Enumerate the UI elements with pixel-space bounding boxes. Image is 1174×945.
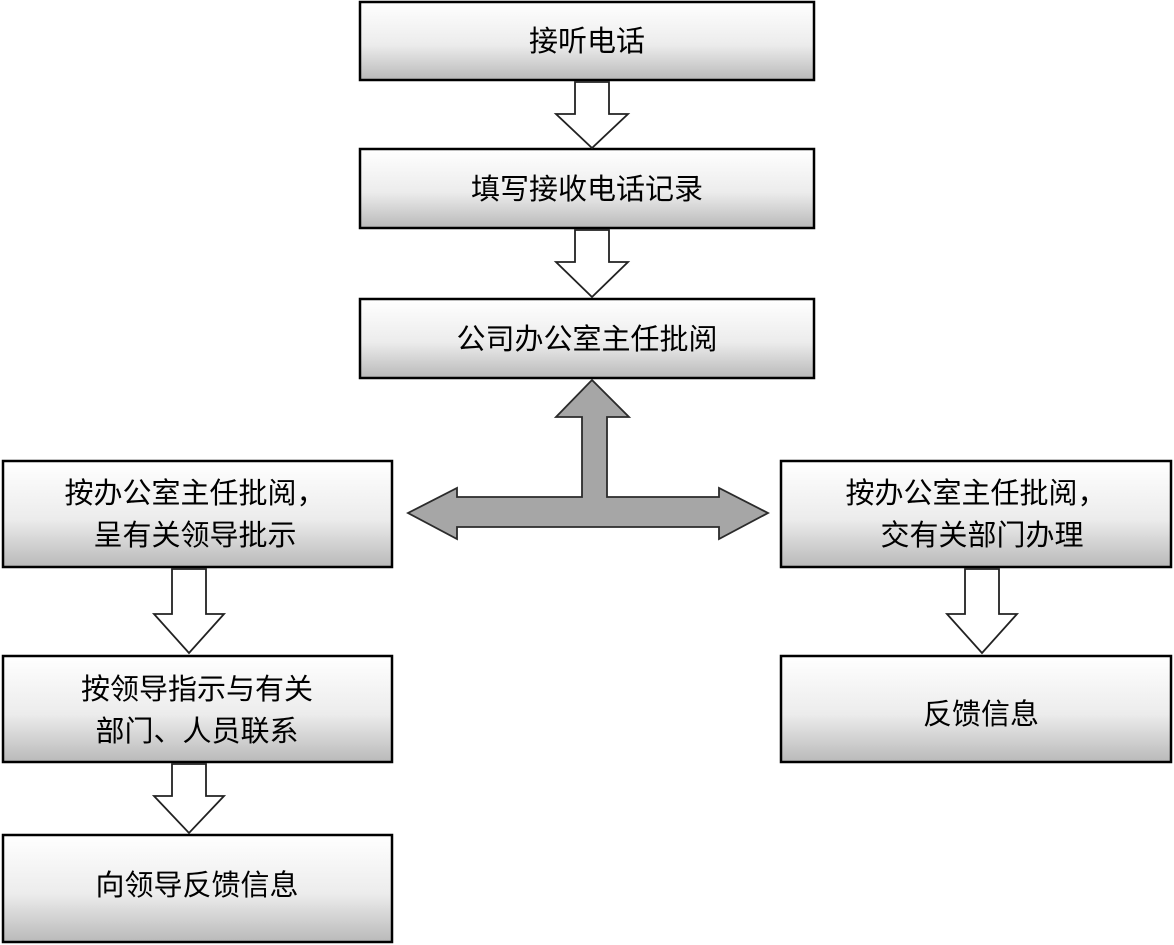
arrow-down-record-to-review <box>553 229 631 299</box>
node-present-leaders: 按办公室主任批阅， 呈有关领导批示 <box>1 459 394 569</box>
node-present-leaders-box <box>1 459 394 569</box>
node-feedback-info-label: 反馈信息 <box>923 697 1039 731</box>
node-feedback-to-leaders: 向领导反馈信息 <box>1 833 394 944</box>
node-director-review-box <box>358 297 816 380</box>
node-feedback-to-leaders-label: 向领导反馈信息 <box>95 868 298 902</box>
arrow-three-way-hub <box>406 378 770 541</box>
node-assign-departments: 按办公室主任批阅， 交有关部门办理 <box>779 459 1173 569</box>
node-feedback-info-box <box>779 654 1173 764</box>
node-answer-call-label: 接听电话 <box>529 24 645 58</box>
node-assign-departments-box <box>779 459 1173 569</box>
arrow-down-assign-to-feedback <box>944 568 1020 655</box>
node-contact-departments-line1: 按领导指示与有关 <box>81 672 313 706</box>
node-assign-departments-line1: 按办公室主任批阅， <box>845 476 1106 510</box>
node-feedback-info: 反馈信息 <box>779 654 1173 764</box>
node-answer-call: 接听电话 <box>358 0 816 82</box>
node-fill-record-box <box>358 147 816 230</box>
node-fill-record-label: 填写接收电话记录 <box>471 172 703 206</box>
node-answer-call-box <box>358 0 816 82</box>
node-director-review: 公司办公室主任批阅 <box>358 297 816 380</box>
node-feedback-to-leaders-box <box>1 833 394 944</box>
node-contact-departments-line2: 部门、人员联系 <box>95 714 298 748</box>
arrow-down-present-to-contact <box>151 568 227 655</box>
node-director-review-label: 公司办公室主任批阅 <box>456 322 717 356</box>
node-present-leaders-line2: 呈有关领导批示 <box>93 518 296 552</box>
node-present-leaders-line1: 按办公室主任批阅， <box>64 476 325 510</box>
arrow-down-answer-to-record <box>553 81 631 150</box>
node-contact-departments: 按领导指示与有关 部门、人员联系 <box>1 654 394 764</box>
node-contact-departments-box <box>1 654 394 764</box>
node-assign-departments-line2: 交有关部门办理 <box>880 518 1083 552</box>
node-fill-record: 填写接收电话记录 <box>358 147 816 230</box>
arrow-down-contact-to-feedback <box>151 763 227 835</box>
